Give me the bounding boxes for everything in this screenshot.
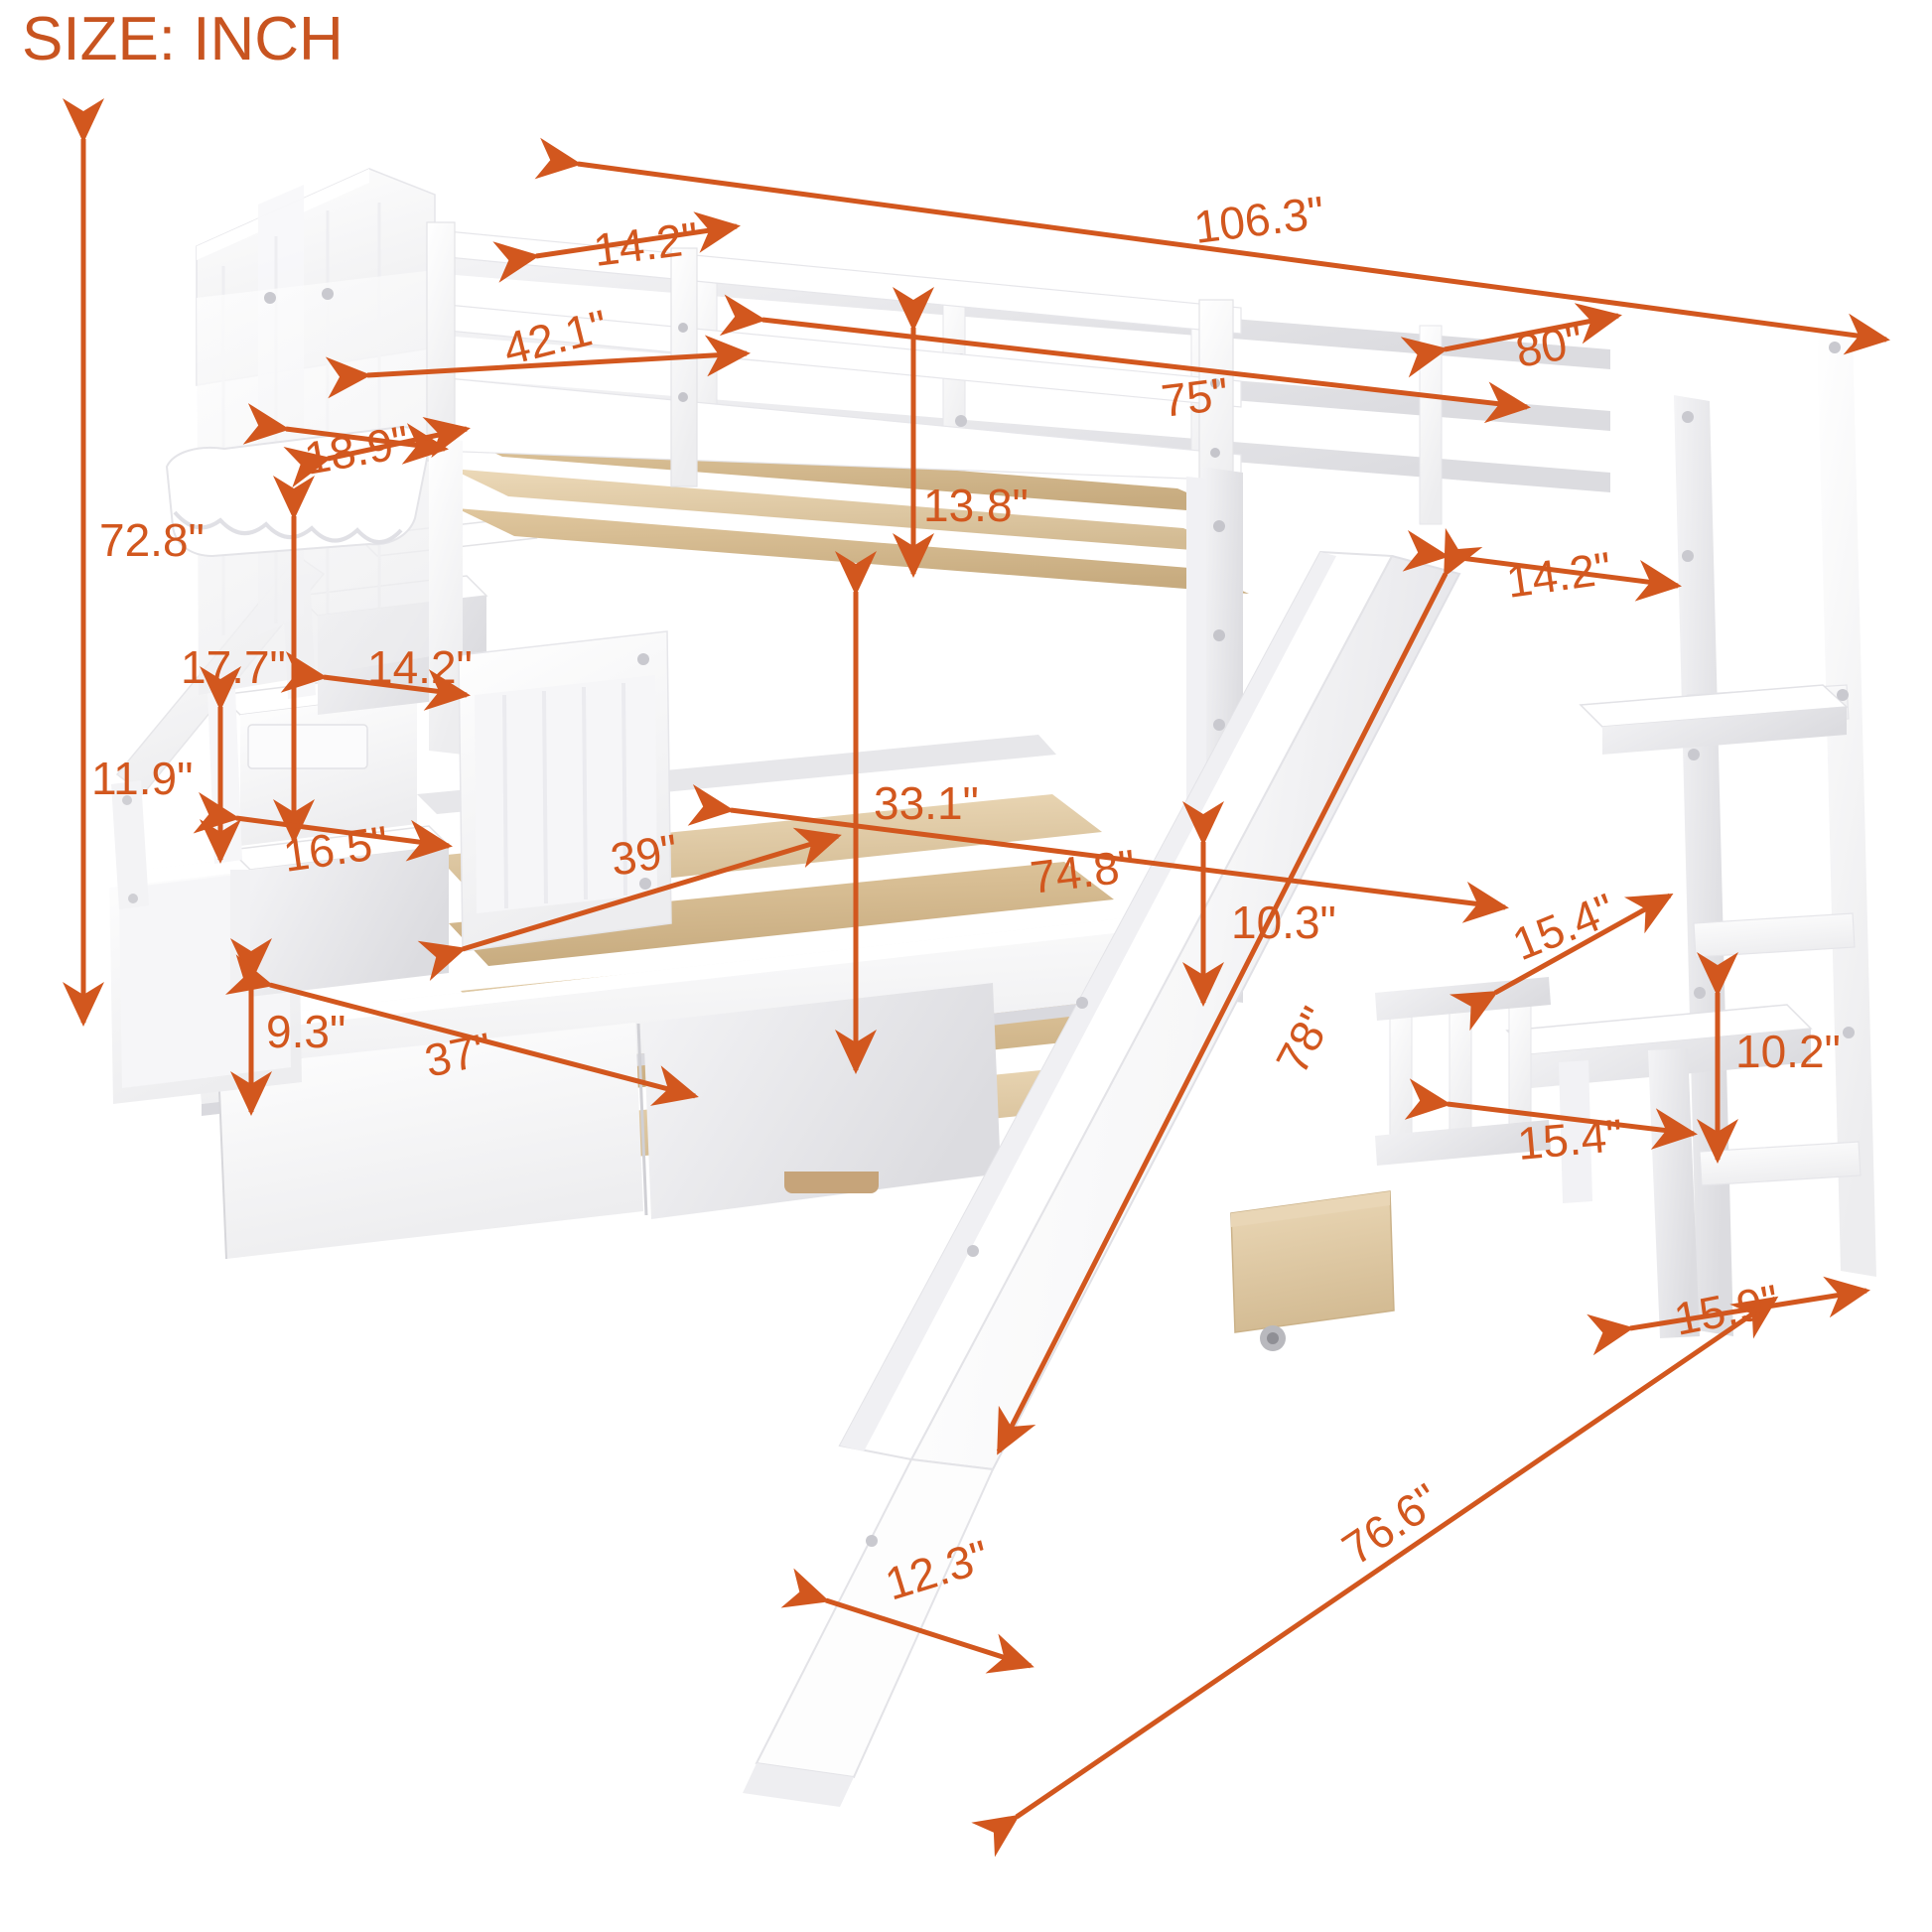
dim-label-upper-bunk-length: 75" <box>1159 367 1231 427</box>
dim-label-drawer-height: 9.3" <box>266 1006 345 1057</box>
dim-label-overall-length: 106.3" <box>1191 186 1327 253</box>
dim-label-top-rail-gap: 14.2" <box>591 211 701 276</box>
dim-label-slide-platform-width: 14.2" <box>1503 542 1614 608</box>
dim-label-stair-rise: 17.7" <box>181 641 286 693</box>
trundle-box <box>1230 1190 1395 1351</box>
dimline-overall-length <box>534 137 1890 355</box>
dim-label-overall-height: 72.8" <box>99 514 205 566</box>
dim-label-slide-length: 78" <box>1266 999 1343 1082</box>
dimline-lower-bunk-width <box>417 827 842 981</box>
dimension-annotations <box>63 98 1890 1858</box>
dimline-slide-width <box>780 1568 1035 1674</box>
dim-label-overall-width: 80" <box>1512 315 1587 377</box>
lower-bunk-headboard <box>458 630 672 952</box>
dimline-slide-platform-width <box>1402 529 1682 602</box>
dimline-drawer-width <box>225 954 699 1106</box>
dimline-ladder-step-a <box>1449 893 1674 1032</box>
dim-label-lower-bunk-width: 39" <box>607 824 681 886</box>
dim-label-lower-stair-rise: 11.9" <box>91 753 193 804</box>
dim-label-lower-bunk-length: 74.8" <box>1028 839 1138 903</box>
dim-label-ladder-step-rise: 10.2" <box>1735 1026 1841 1077</box>
dimline-upper-bunk-length <box>719 294 1531 424</box>
dim-label-under-bunk-clearance: 33.1" <box>874 777 979 829</box>
dimline-footprint <box>971 1296 1779 1858</box>
page-title: SIZE: INCH <box>22 5 344 73</box>
dimline-stair-tread-width <box>193 791 453 862</box>
dimline-top-rail-gap <box>492 211 741 283</box>
dimline-roof-depth-b <box>283 417 471 488</box>
dim-label-stair-tread-depth: 14.2" <box>367 641 473 693</box>
dim-label-slide-rail-height: 10.3" <box>1231 897 1336 948</box>
dim-label-ladder-step-depth-b: 15.4" <box>1515 1109 1624 1170</box>
dim-label-guardrail-height: 13.8" <box>923 480 1029 531</box>
dimline-stair-tread-depth <box>280 651 471 711</box>
dimline-ladder-step-b <box>1404 1078 1698 1150</box>
dimline-headboard <box>325 335 751 399</box>
bunk-bed-illustration <box>109 168 1876 1807</box>
